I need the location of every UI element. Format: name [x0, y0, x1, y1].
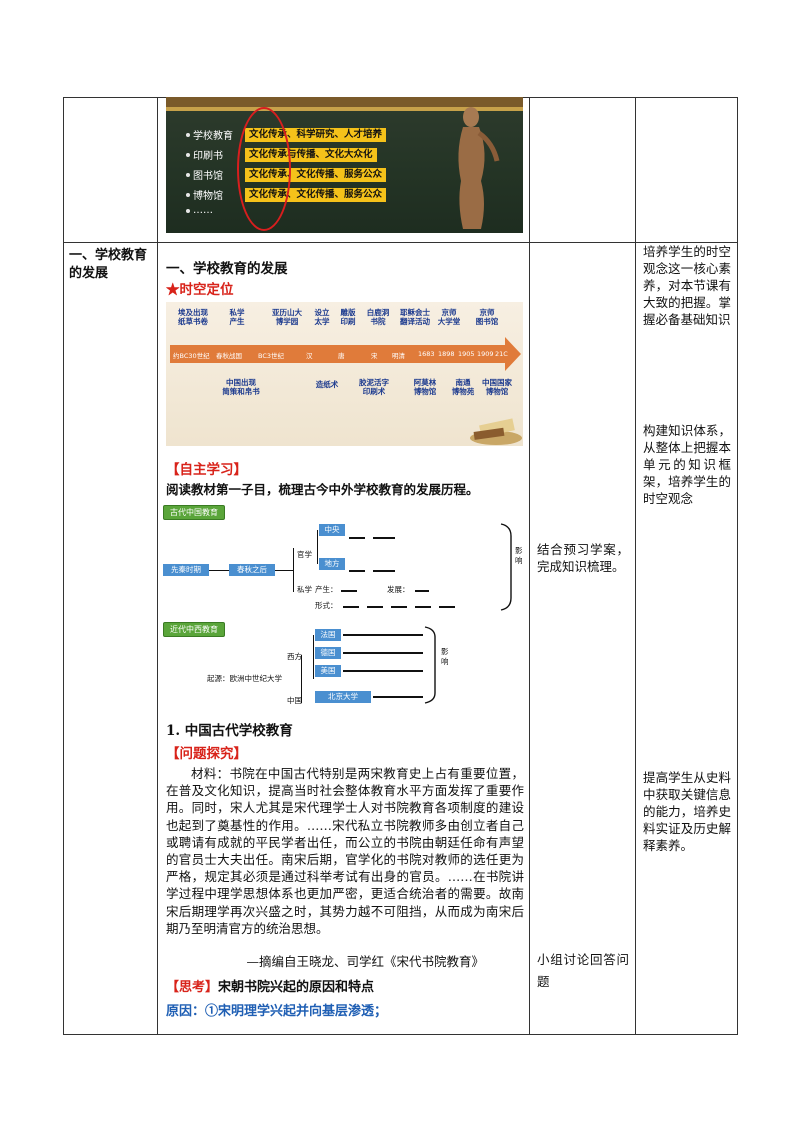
self-study-heading: 【自主学习】 — [166, 462, 247, 478]
lesson-table: 一、学校教育的发展 学校教育文化传承、科学研究、人才培养 印刷书文化传承与传播、… — [63, 97, 738, 1035]
timeline-tick: 唐 — [338, 352, 345, 360]
timeline-upper-label: 私学产生 — [229, 308, 245, 326]
timeline-tick: 21C — [495, 350, 508, 358]
timeline-tick: 春秋战国 — [216, 352, 242, 360]
timeline-tick: 1683 — [418, 350, 435, 358]
timeline-upper-label: 亚历山大博学园 — [272, 308, 302, 326]
statue-illustration — [458, 107, 500, 229]
table-border-bottom — [63, 1034, 738, 1035]
private-school-label: 私学 — [297, 585, 312, 594]
modern-education-diagram: 近代中西教育 起源：欧洲中世纪大学 西方 中国 法国 德国 美国 北京大学 影响 — [163, 619, 525, 711]
central-box: 中央 — [319, 524, 345, 536]
develop-label: 发展： — [387, 585, 410, 594]
material-paragraph: 材料：书院在中国古代特别是两宋教育史上占有重要位置，在普及文化知识，提高当时社会… — [166, 766, 524, 936]
timeline-upper-label: 京师大学堂 — [437, 308, 461, 326]
france-box: 法国 — [315, 629, 341, 641]
usa-box: 美国 — [315, 665, 341, 677]
activity-group-discussion: 小组讨论回答问题 — [537, 952, 629, 989]
diagram-header: 古代中国教育 — [163, 505, 225, 520]
table-divider-1 — [157, 97, 158, 1035]
table-row-divider — [63, 242, 738, 243]
purpose-note-3: 提高学生从史料中获取关键信息的能力，培养史料实证及历史解释素养。 — [643, 770, 731, 853]
timeline-figure: 约BC30世纪 春秋战国 BC3世纪 汉 唐 宋 明清 1683 1898 19… — [166, 302, 523, 446]
think-question: 宋朝书院兴起的原因和特点 — [218, 980, 375, 995]
purpose-note-2: 构建知识体系，从整体上把握本单元的知识框架，培养学生的时空观念 — [643, 423, 731, 506]
influence-label: 影响 — [515, 546, 523, 565]
china-label: 中国 — [287, 696, 302, 705]
timeline-lower-label: 南通博物苑 — [451, 378, 475, 396]
timeline-arrow — [170, 345, 505, 363]
timeline-upper-label: 白鹿洞书院 — [366, 308, 390, 326]
timeline-tick: 明清 — [392, 352, 405, 360]
section-title: 一、学校教育的发展 — [166, 261, 288, 277]
subsection-title: 1. 中国古代学校教育 — [166, 723, 293, 739]
table-divider-3 — [635, 97, 636, 1035]
local-box: 地方 — [319, 558, 345, 570]
think-line: 【思考】宋朝书院兴起的原因和特点 — [166, 976, 374, 995]
timeline-upper-label: 埃及出现纸草书卷 — [178, 308, 208, 326]
peking-university-box: 北京大学 — [315, 691, 371, 703]
timeline-upper-label: 京师图书馆 — [475, 308, 499, 326]
purpose-note-1: 培养学生的时空观念这一核心素养，对本节课有大致的把握。掌握必备基础知识 — [643, 244, 731, 327]
timeline-tick: 1909 — [477, 350, 494, 358]
timeline-heading: ★时空定位 — [166, 282, 234, 298]
highlight-oval — [237, 107, 291, 231]
timeline-tick: 宋 — [371, 352, 378, 360]
timeline-lower-label: 胶泥活字印刷术 — [359, 378, 389, 396]
section-label: 一、学校教育的发展 — [69, 248, 148, 281]
influence-label: 影响 — [441, 647, 449, 666]
scroll-book-icon — [470, 418, 522, 445]
self-study-instruction: 阅读教材第一子目，梳理古今中外学校教育的发展历程。 — [166, 482, 479, 497]
table-divider-2 — [529, 97, 530, 1035]
timeline-upper-label: 耶稣会士翻译活动 — [400, 308, 430, 326]
activity-complete-notes: 结合预习学案，完成知识梳理。 — [537, 542, 629, 574]
think-label: 【思考】 — [166, 980, 219, 995]
timeline-tick: 1905 — [458, 350, 475, 358]
brace-icon — [424, 626, 436, 704]
timeline-upper-label: 设立太学 — [314, 308, 330, 326]
diagram-header: 近代中西教育 — [163, 622, 225, 637]
inquiry-heading: 【问题探究】 — [166, 746, 247, 762]
official-school-label: 官学 — [297, 550, 312, 559]
spring-autumn-box: 春秋之后 — [229, 564, 275, 576]
timeline-tick: 1898 — [438, 350, 455, 358]
timeline-tick: 约BC30世纪 — [173, 352, 210, 360]
timeline-tick: 汉 — [306, 352, 313, 360]
west-label: 西方 — [287, 652, 302, 661]
timeline-lower-label: 阿莫林博物馆 — [413, 378, 437, 396]
timeline-lower-label: 中国国家博物馆 — [482, 378, 512, 396]
image-row: …… — [186, 205, 245, 219]
table-border-left — [63, 97, 64, 1035]
timeline-upper-label: 雕版印刷 — [340, 308, 356, 326]
timeline-tick: BC3世纪 — [258, 352, 285, 360]
ancient-education-diagram: 古代中国教育 先秦时期 春秋之后 官学 中央 地方 私学 产生： 发展： 形式：… — [163, 502, 525, 614]
timeline-lower-label: 中国出现简策和帛书 — [222, 378, 260, 396]
reason-line: 原因：①宋明理学兴起并向基层渗透； — [166, 1004, 388, 1019]
brace-icon — [500, 523, 512, 611]
timeline-lower-label: 造纸术 — [315, 380, 339, 389]
form-label: 形式： — [315, 601, 338, 610]
origin-label: 起源：欧洲中世纪大学 — [207, 674, 282, 683]
material-source: —摘编自王晓龙、司学红《宋代书院教育》 — [246, 954, 484, 969]
origin-label: 产生： — [315, 585, 338, 594]
education-functions-image: 学校教育文化传承、科学研究、人才培养 印刷书文化传承与传播、文化大众化 图书馆文… — [166, 97, 523, 233]
pre-qin-box: 先秦时期 — [163, 564, 209, 576]
germany-box: 德国 — [315, 647, 341, 659]
table-border-right — [737, 97, 738, 1035]
